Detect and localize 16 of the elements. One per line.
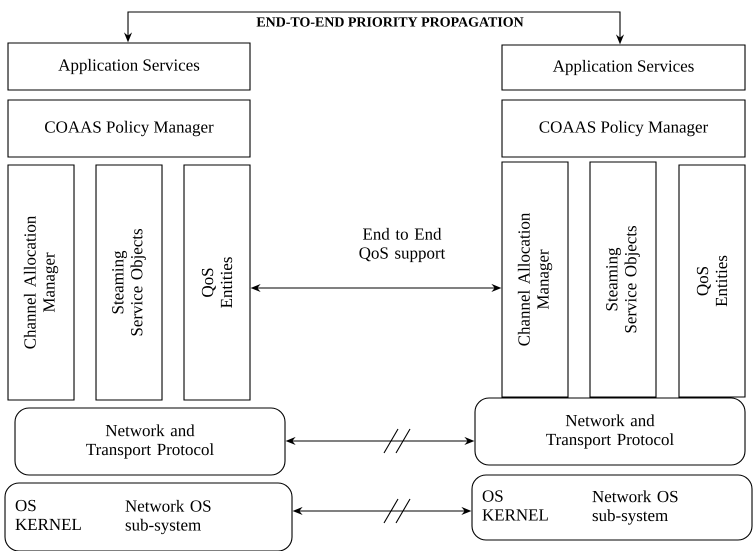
component-box: Steaming Service Objects <box>95 164 163 401</box>
component-box: Channel Allocation Manager <box>7 164 75 401</box>
component-box: QoS Entities <box>183 164 251 401</box>
protocol-box: Network and Transport Protocol <box>474 397 746 466</box>
os-box: OS KERNEL Network OS sub-system <box>4 482 293 551</box>
component-box: Steaming Service Objects <box>589 161 657 398</box>
component-box: Channel Allocation Manager <box>501 161 569 398</box>
protocol-box: Network and Transport Protocol <box>14 407 286 476</box>
app-services-box: Application Services <box>7 42 251 91</box>
app-services-box: Application Services <box>501 44 746 91</box>
edge-label: END-TO-END PRIORITY PROPAGATION <box>256 17 524 27</box>
policy-manager-box: COAAS Policy Manager <box>7 99 251 158</box>
edge-label: End to End QoS support <box>359 228 446 262</box>
policy-manager-box: COAAS Policy Manager <box>501 99 746 158</box>
os-box: OS KERNEL Network OS sub-system <box>471 474 753 541</box>
component-box: QoS Entities <box>678 164 746 398</box>
